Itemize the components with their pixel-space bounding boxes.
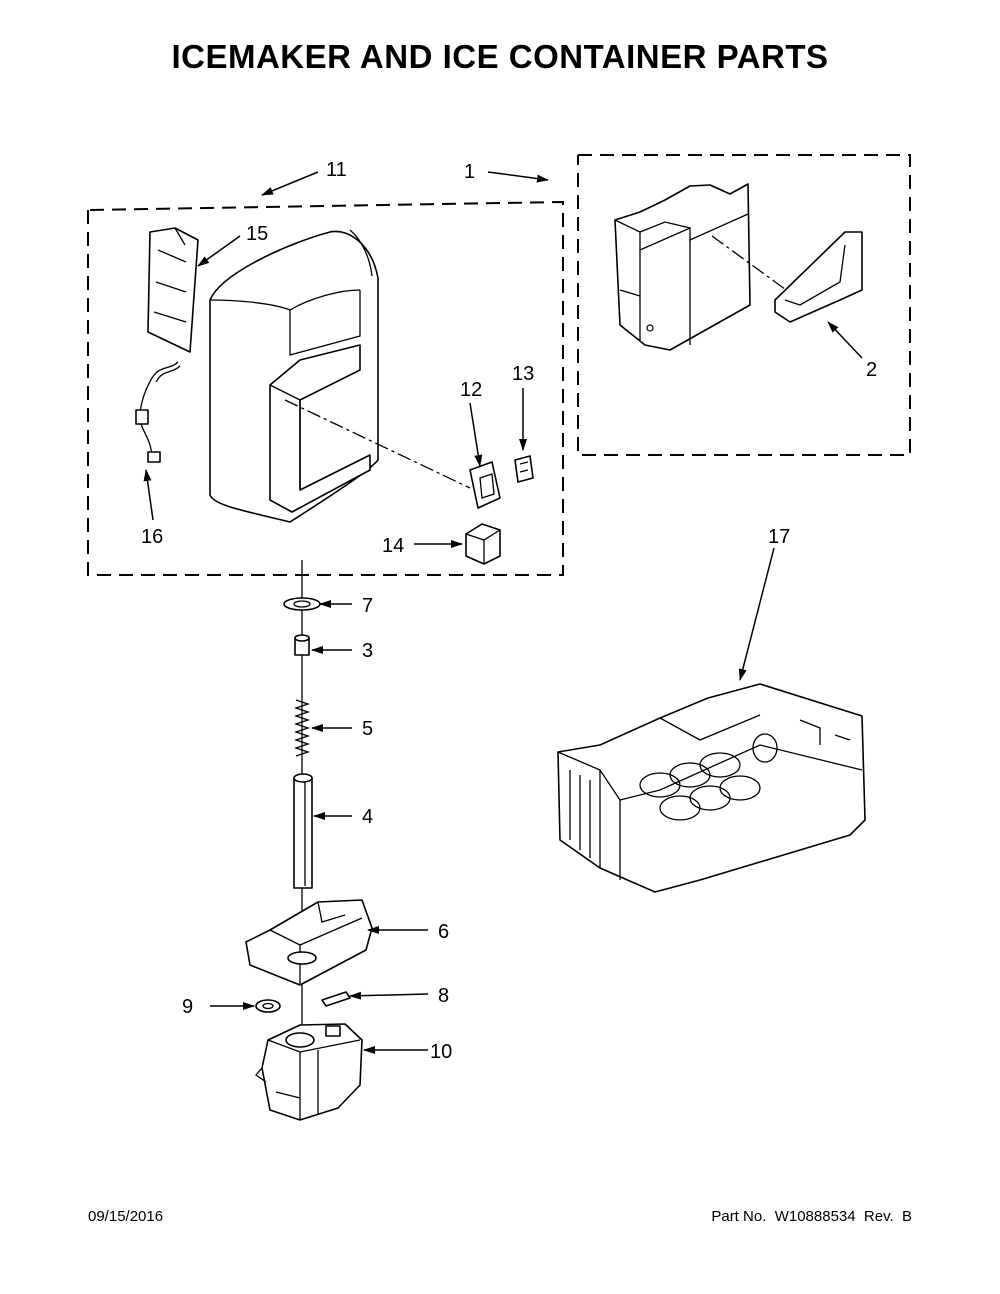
part-14-block [465,523,501,565]
callout-11: 11 [326,159,347,181]
part-15-bracket [147,227,199,353]
callout-17: 17 [768,526,790,548]
page-title: ICEMAKER AND ICE CONTAINER PARTS [171,38,829,75]
callout-6: 6 [438,921,449,943]
callout-12: 12 [460,379,482,401]
part-13-switch [514,455,534,483]
part-6-auger-base [245,899,373,986]
callout-9: 9 [182,996,193,1018]
callout-15: 15 [246,223,268,245]
callout-5: 5 [362,718,373,740]
callout-14: 14 [382,535,404,557]
callout-16: 16 [141,526,163,548]
part-3-bushing [294,634,310,656]
callout-4: 4 [362,806,373,828]
callout-10: 10 [430,1041,452,1063]
assembly-1-box [577,154,911,456]
date-stamp: 09/15/2016 [88,1208,164,1225]
callout-2: 2 [866,359,877,381]
part-9-washer [255,999,281,1013]
part-7-washer [283,597,321,611]
part-4-shaft [293,773,313,889]
callout-8: 8 [438,985,449,1007]
part-8-clip [321,991,351,1007]
part-12-bracket [469,461,501,509]
callout-13: 13 [512,363,534,385]
callout-7: 7 [362,595,373,617]
part-10-motor [255,1023,363,1121]
part-11-icemaker-housing [209,229,379,523]
part-5-spring [293,699,311,757]
assembly-11-box [87,200,564,576]
part-number: Part No. W10888534 Rev. B [711,1208,912,1225]
callout-1: 1 [464,161,475,183]
callout-3: 3 [362,640,373,662]
part-16-wire-harness [135,361,181,463]
part-17-icemaker-assembly [557,683,866,893]
part-2-bracket [774,231,863,323]
part-1-ice-container [614,183,751,351]
